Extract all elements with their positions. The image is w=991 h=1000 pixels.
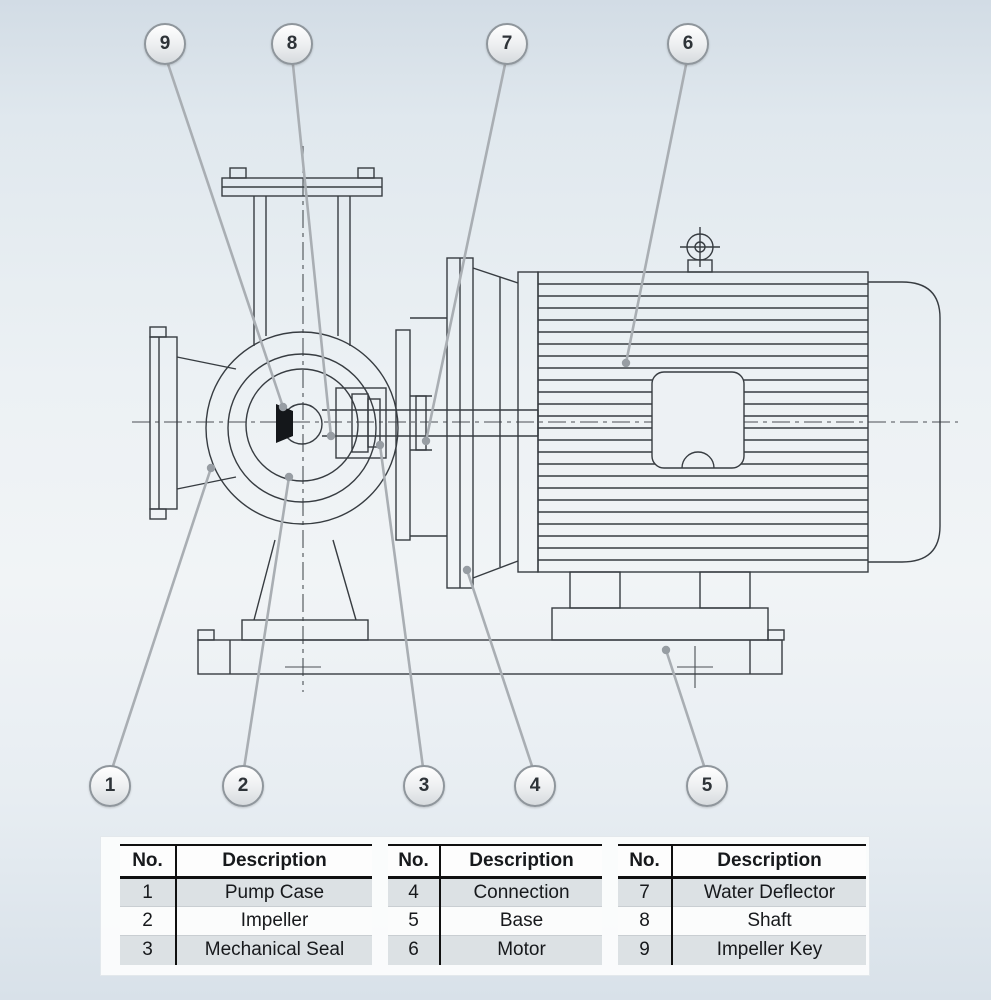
part-description: Base [440,906,602,936]
callout-2: 2 [222,765,264,807]
table-row: 7 Water Deflector [618,877,866,907]
callout-label: 3 [418,775,430,796]
part-number: 7 [618,877,673,907]
part-number: 6 [388,935,441,965]
lifting-eye-icon [680,227,720,273]
table-row: 1 Pump Case [120,877,372,907]
table-row: 4 Connection [388,877,602,907]
water-deflector-outline [410,395,432,451]
table-row: 2 Impeller [120,906,372,936]
callout-4: 4 [514,765,556,807]
part-number: 8 [618,906,673,936]
table-row: 3 Mechanical Seal [120,935,372,965]
parts-tables: No. Description 1 Pump Case 2 Impeller 3… [120,844,866,965]
part-number: 1 [120,877,177,907]
callout-1: 1 [89,765,131,807]
col-header-no: No. [120,844,177,879]
callout-label: 9 [159,33,171,54]
leader-dots [206,358,671,655]
part-description: Mechanical Seal [176,935,372,965]
callout-label: 8 [286,33,298,54]
table-row: 8 Shaft [618,906,866,936]
motor-end-cap [868,281,941,563]
parts-table-3: No. Description 7 Water Deflector 8 Shaf… [618,844,866,965]
col-header-no: No. [388,844,441,879]
col-header-no: No. [618,844,673,879]
col-header-description: Description [440,844,602,879]
parts-table-2: No. Description 4 Connection 5 Base 6 Mo… [388,844,602,965]
callout-label: 4 [529,775,541,796]
callout-6: 6 [667,23,709,65]
table-row: 9 Impeller Key [618,935,866,965]
parts-table-1: No. Description 1 Pump Case 2 Impeller 3… [120,844,372,965]
table-row: 6 Motor [388,935,602,965]
callout-7: 7 [486,23,528,65]
callout-3: 3 [403,765,445,807]
part-description: Impeller Key [672,935,866,965]
part-description: Connection [473,881,570,903]
callout-9: 9 [144,23,186,65]
part-number: 5 [388,906,441,936]
part-description: Water Deflector [703,881,836,903]
part-description: Shaft [672,906,866,936]
callout-label: 1 [104,775,116,796]
part-description: Motor [440,935,602,965]
table-header-row: No. Description [120,844,372,879]
callout-label: 2 [237,775,249,796]
part-number: 4 [388,877,441,907]
pump-case-outline [149,167,447,541]
table-header-row: No. Description [388,844,602,879]
table-row: 5 Base [388,906,602,936]
callout-label: 6 [682,33,694,54]
impeller-outline [245,368,359,482]
mechanical-seal-outline [335,387,387,459]
part-number: 9 [618,935,673,965]
callout-5: 5 [686,765,728,807]
callout-8: 8 [271,23,313,65]
base-outline [197,571,785,675]
callout-label: 5 [701,775,713,796]
part-description: Impeller [176,906,372,936]
centerlines [132,146,958,692]
leader-lines [108,54,709,776]
col-header-description: Description [672,844,866,879]
table-header-row: No. Description [618,844,866,879]
col-header-description: Description [176,844,372,879]
connection-outline [446,257,519,589]
motor-terminal-recess [651,371,745,469]
part-description: Pump Case [224,881,325,903]
part-number: 2 [120,906,177,936]
impeller-key-mark [276,404,293,443]
part-number: 3 [120,935,177,965]
callout-label: 7 [501,33,513,54]
pump-pedestal [241,539,369,641]
